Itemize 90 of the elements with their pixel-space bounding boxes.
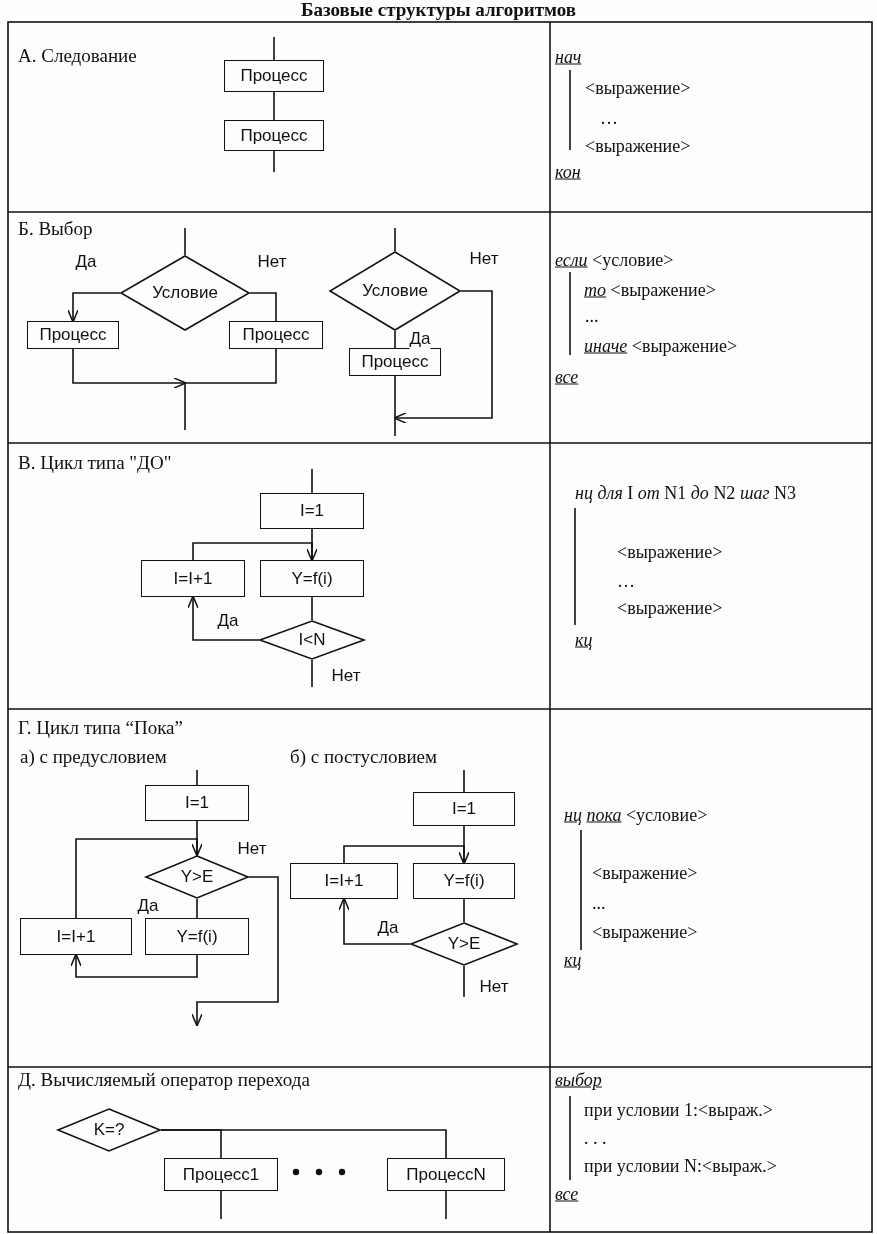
edge-label: Да	[137, 896, 159, 916]
process-block: Y=f(i)	[145, 918, 249, 955]
process-block: Y=f(i)	[413, 863, 515, 899]
flow-line	[394, 330, 396, 349]
section-heading: Г. Цикл типа “Пока”	[18, 717, 183, 739]
code-line: …	[617, 570, 635, 592]
edge-label: Да	[409, 329, 431, 349]
process-block: I=1	[145, 785, 249, 821]
arrow	[393, 290, 493, 424]
code-line: если <условие>	[555, 249, 674, 271]
keyword: все	[555, 366, 579, 388]
flow-line	[196, 769, 198, 786]
code-line: иначе <выражение>	[584, 335, 738, 357]
flow-line	[445, 1190, 447, 1220]
keyword: кц	[564, 949, 582, 971]
code-line: ...	[585, 305, 599, 327]
process-block: Процесс1	[164, 1158, 278, 1191]
process-block: I=I+1	[141, 560, 245, 597]
flow-line	[249, 292, 277, 322]
edge-label: Да	[217, 611, 239, 631]
code-line: <выражение>	[585, 77, 691, 99]
flow-line	[273, 36, 275, 61]
process-block: Процесс	[27, 321, 119, 349]
flow-line	[463, 965, 465, 998]
keyword: выбор	[555, 1069, 602, 1091]
arrow	[191, 876, 279, 1027]
arrow	[67, 292, 121, 323]
condition-text: Условие	[362, 281, 428, 301]
diagram-title: Базовые структуры алгоритмов	[299, 0, 578, 20]
edge-label: Да	[377, 918, 399, 938]
arrow	[187, 595, 260, 641]
code-line: . . .	[584, 1127, 607, 1149]
code-line: <выражение>	[592, 921, 698, 943]
condition-text: I<N	[298, 630, 326, 650]
edge-label: Да	[75, 252, 97, 272]
code-line: при условии 1:<выраж.>	[584, 1099, 773, 1121]
process-block: I=I+1	[290, 863, 398, 899]
arrow	[343, 845, 470, 865]
arrow	[75, 838, 203, 919]
code-line: ...	[592, 892, 606, 914]
arrow	[70, 953, 198, 978]
flow-line	[311, 468, 313, 494]
section-heading: Д. Вычисляемый оператор перехода	[18, 1069, 310, 1091]
arrow	[192, 542, 318, 562]
code-line: нц для I от N1 до N2 шаг N3	[575, 482, 796, 504]
subheading: б) с постусловием	[290, 746, 438, 768]
process-block: I=1	[260, 493, 364, 529]
arrow	[72, 348, 187, 389]
process-block: Процесс	[229, 321, 323, 349]
code-line: при условии N:<выраж.>	[584, 1155, 777, 1177]
process-block: Процесс	[349, 348, 441, 376]
flow-line	[311, 596, 313, 621]
code-line: то <выражение>	[584, 279, 716, 301]
condition-text: K=?	[93, 1120, 125, 1140]
flow-line	[160, 1129, 447, 1159]
code-line: …	[600, 107, 618, 129]
process-block: Процесс	[224, 120, 324, 151]
section-heading: Б. Выбор	[18, 218, 93, 240]
flow-line	[463, 769, 465, 793]
flow-line	[463, 898, 465, 923]
code-line: <выражение>	[585, 135, 691, 157]
section-heading: В. Цикл типа "ДО"	[18, 452, 172, 474]
keyword: кц	[575, 629, 593, 651]
section-heading: А. Следование	[18, 45, 137, 67]
flow-line	[184, 348, 277, 431]
keyword: все	[555, 1183, 579, 1205]
condition-text: Y>E	[180, 867, 214, 887]
condition-text: Условие	[152, 283, 218, 303]
flow-line	[311, 659, 313, 688]
process-block: ПроцессN	[387, 1158, 505, 1191]
code-line: <выражение>	[617, 597, 723, 619]
code-line: <выражение>	[592, 862, 698, 884]
flow-line	[394, 227, 396, 252]
keyword: нач	[555, 46, 582, 68]
process-block: I=1	[413, 792, 515, 826]
keyword: кон	[555, 161, 581, 183]
subheading: а) с предусловием	[20, 746, 167, 768]
flow-line	[273, 150, 275, 173]
flow-line	[220, 1190, 222, 1220]
flow-line	[273, 91, 275, 121]
code-line: нц пока <условие>	[564, 804, 708, 826]
process-block: Процесс	[224, 60, 324, 92]
flow-line	[394, 375, 396, 437]
flow-line	[196, 898, 198, 919]
arrow	[338, 897, 411, 945]
process-block: Y=f(i)	[260, 560, 364, 597]
condition-text: Y>E	[447, 934, 481, 954]
code-line: <выражение>	[617, 541, 723, 563]
process-block: I=I+1	[20, 918, 132, 955]
flow-line	[184, 227, 186, 256]
